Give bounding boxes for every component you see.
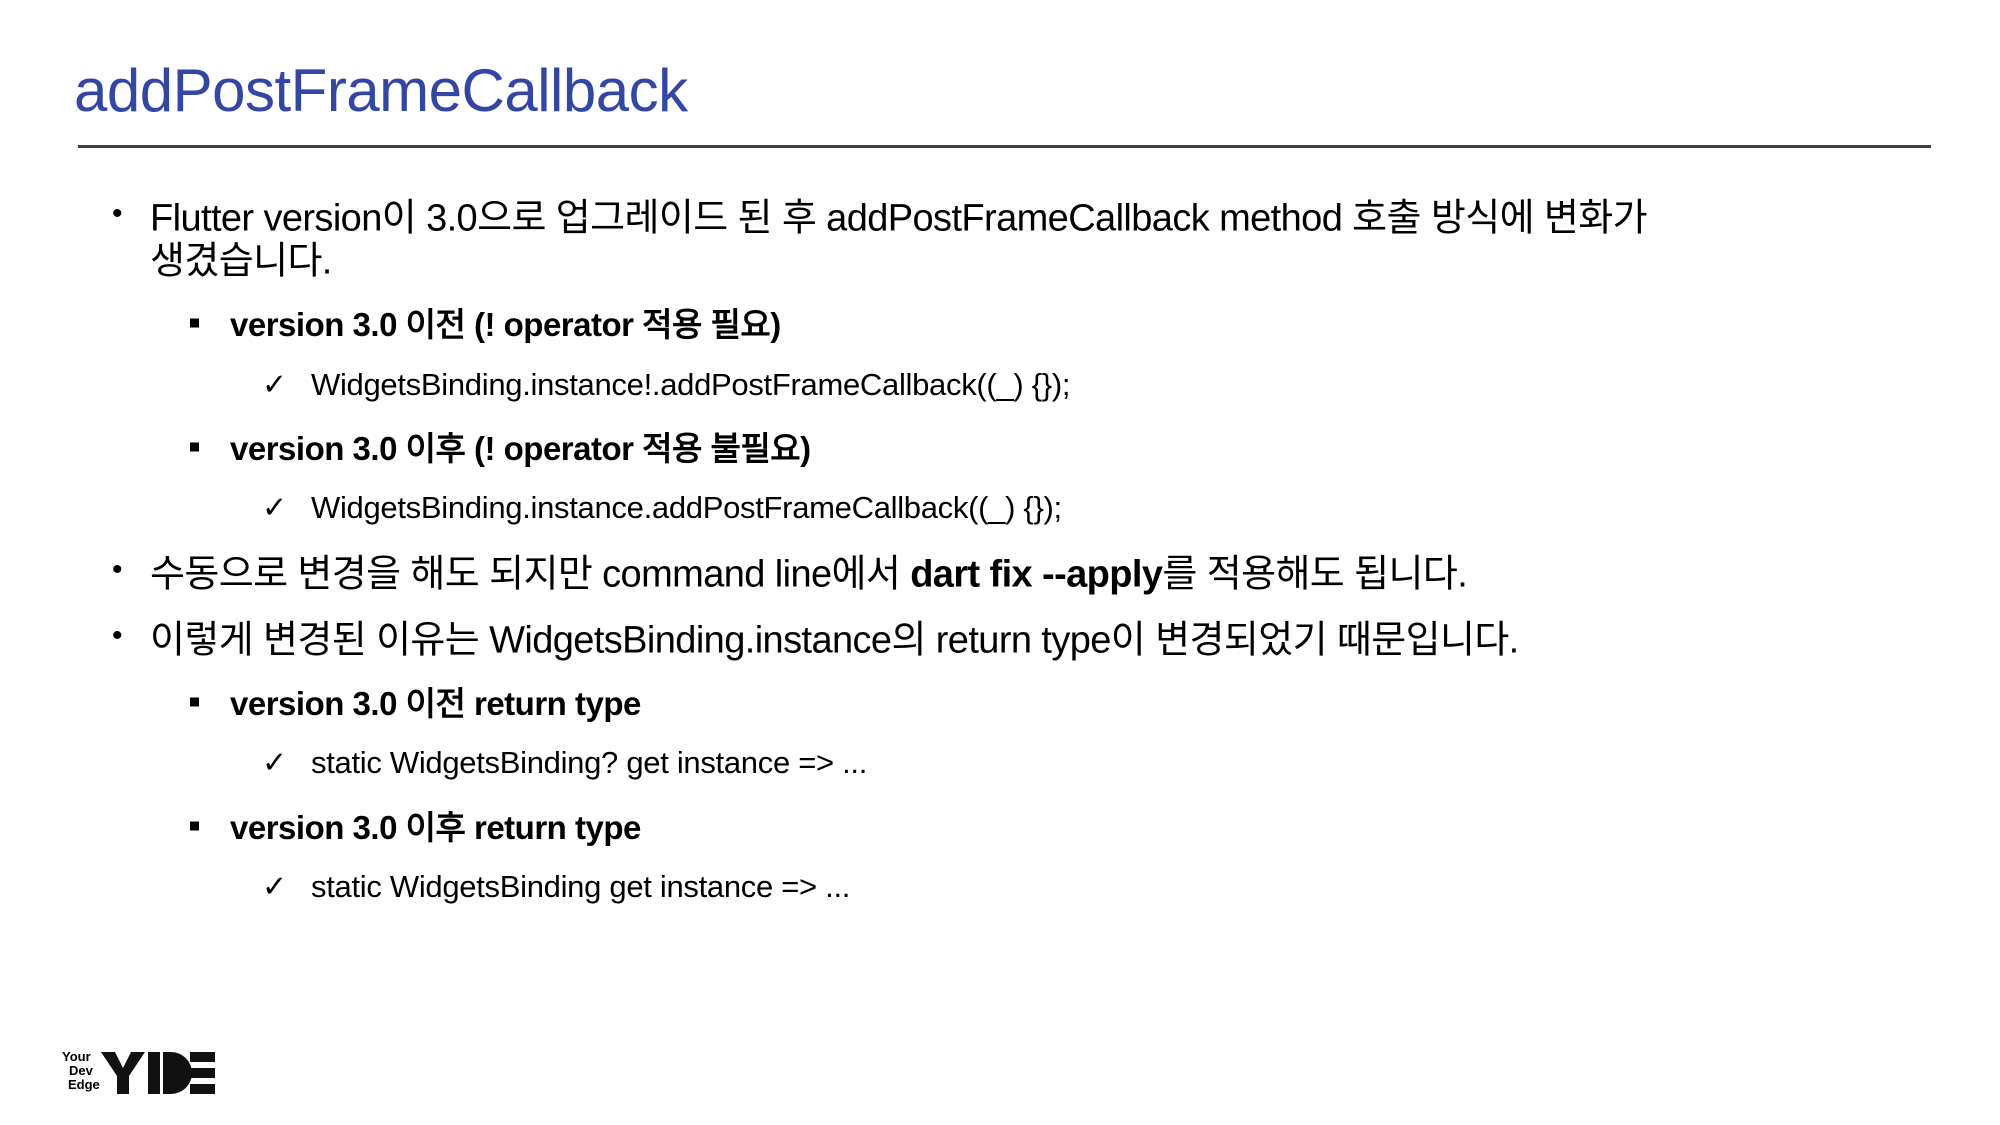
sub-item: version 3.0 이후 return type xyxy=(230,809,641,846)
bullet-text-post: 를 적용해도 됩니다. xyxy=(1162,553,1468,596)
check-icon: ✓ xyxy=(262,746,288,780)
code-line: WidgetsBinding.instance!.addPostFrameCal… xyxy=(311,367,1071,402)
sub-item: version 3.0 이전 return type xyxy=(230,685,641,722)
bullet-text: 수동으로 변경을 해도 되지만 command line에서 dart fix … xyxy=(150,543,1468,598)
bullet-icon: • xyxy=(112,553,123,586)
bullet-text: 이렇게 변경된 이유는 WidgetsBinding.instance의 ret… xyxy=(150,619,1519,662)
bullet-text: Flutter version이 3.0으로 업그레이드 된 후 addPost… xyxy=(150,197,1648,240)
command-text: dart fix --apply xyxy=(910,553,1163,596)
bullet-text-continued: 생겼습니다. xyxy=(150,240,332,283)
bullet-text-pre: 수동으로 변경을 해도 되지만 command line에서 xyxy=(150,553,911,596)
svg-text:Dev: Dev xyxy=(69,1063,94,1078)
square-bullet-icon xyxy=(190,697,199,707)
title-divider xyxy=(78,145,1931,148)
square-bullet-icon xyxy=(190,442,199,452)
code-line: static WidgetsBinding? get instance => .… xyxy=(311,745,868,780)
square-bullet-icon xyxy=(190,821,199,831)
sub-item: version 3.0 이후 (! operator 적용 불필요) xyxy=(230,430,811,467)
slide-title: addPostFrameCallback xyxy=(74,57,688,124)
svg-text:Your: Your xyxy=(62,1049,91,1064)
square-bullet-icon xyxy=(190,318,199,328)
yde-logo-mark: Your Dev Edge xyxy=(62,1049,215,1094)
code-line: static WidgetsBinding get instance => ..… xyxy=(311,869,851,904)
check-icon: ✓ xyxy=(262,870,288,904)
bullet-icon: • xyxy=(112,619,123,652)
check-icon: ✓ xyxy=(262,368,288,402)
svg-text:Edge: Edge xyxy=(68,1077,100,1092)
check-icon: ✓ xyxy=(262,491,288,525)
code-line: WidgetsBinding.instance.addPostFrameCall… xyxy=(311,490,1062,525)
yde-logo: Your Dev Edge xyxy=(60,1048,220,1096)
bullet-icon: • xyxy=(112,197,123,230)
sub-item: version 3.0 이전 (! operator 적용 필요) xyxy=(230,306,781,343)
